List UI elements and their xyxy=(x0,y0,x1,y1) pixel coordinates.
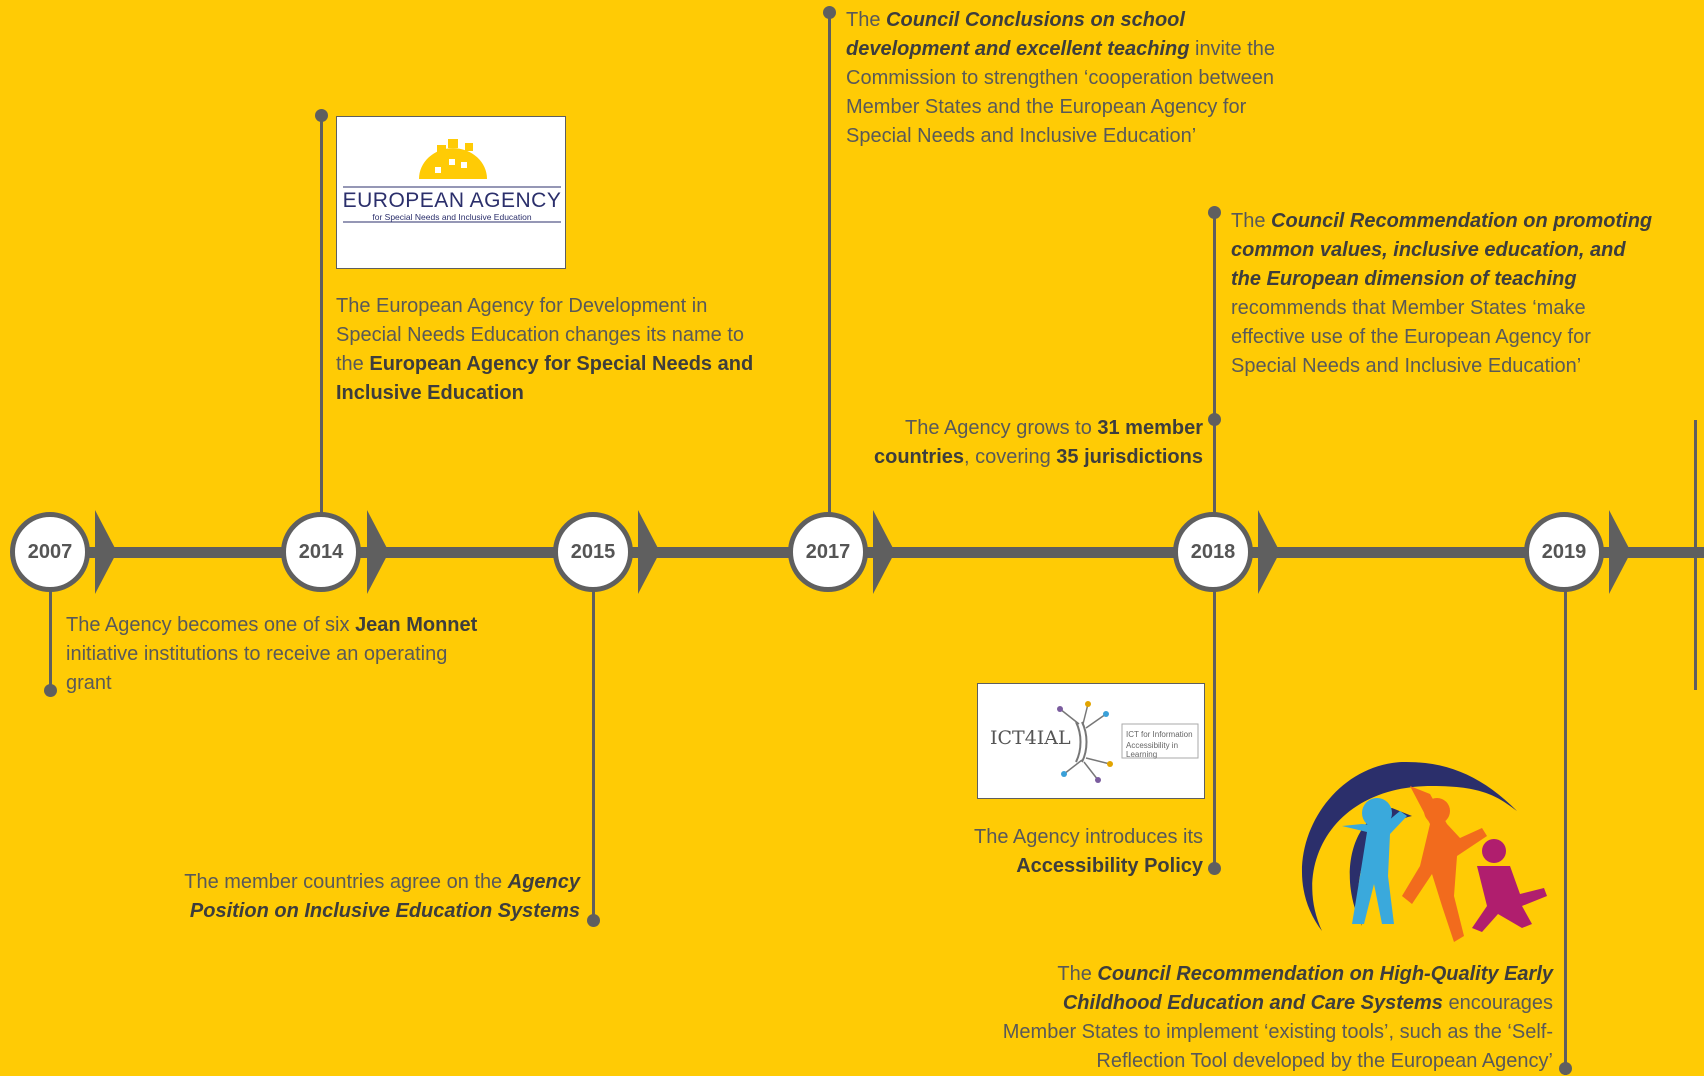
circuit-icon xyxy=(1057,701,1199,783)
ict4ial-logo-name: ICT4IAL xyxy=(990,727,1071,749)
year-2015: 2015 xyxy=(553,512,633,592)
ict4ial-logo: ICT4IAL ICT for Information Accessibilit… xyxy=(977,683,1205,799)
connector-dot-2014 xyxy=(315,109,328,122)
connector-dot-2018-low xyxy=(1208,862,1221,875)
connector-2014 xyxy=(320,115,323,515)
connector-2018-top xyxy=(1213,212,1216,515)
connector-dot-2019 xyxy=(1559,1062,1572,1075)
connector-dot-2018-top xyxy=(1208,206,1221,219)
event-2014: The European Agency for Development in S… xyxy=(336,295,754,404)
agency-dome-icon xyxy=(343,139,561,223)
connector-2018-low xyxy=(1213,590,1216,870)
event-2019: The Council Recommendation on High-Quali… xyxy=(1002,963,1553,1072)
year-2018: 2018 xyxy=(1173,512,1253,592)
event-2018-mid: The Agency grows to 31 member countries,… xyxy=(873,417,1203,468)
year-2019: 2019 xyxy=(1524,512,1604,592)
year-2017: 2017 xyxy=(788,512,868,592)
children-illustration xyxy=(1301,761,1547,942)
event-2017: The Council Conclusions on school develo… xyxy=(846,9,1276,147)
ict4ial-logo-line2: Accessibility in Learning xyxy=(1126,741,1179,759)
connector-2019 xyxy=(1564,590,1567,1075)
ict4ial-logo-line1: ICT for Information xyxy=(1126,730,1193,739)
event-2018-top: The Council Recommendation on promoting … xyxy=(1231,210,1653,377)
agency-logo-subtitle: for Special Needs and Inclusive Educatio… xyxy=(372,212,532,222)
year-2007: 2007 xyxy=(10,512,90,592)
connector-dot-2007 xyxy=(44,684,57,697)
event-2007: The Agency becomes one of six Jean Monne… xyxy=(66,614,478,694)
year-2014: 2014 xyxy=(281,512,361,592)
european-agency-logo: EUROPEAN AGENCY for Special Needs and In… xyxy=(336,116,566,269)
connector-2007 xyxy=(49,585,52,690)
agency-logo-name: EUROPEAN AGENCY xyxy=(342,189,562,212)
connector-2017 xyxy=(828,12,831,515)
event-2015: The member countries agree on the Agency… xyxy=(184,871,580,922)
connector-dot-2017 xyxy=(823,6,836,19)
timeline-end-line xyxy=(1694,420,1697,690)
connector-2015 xyxy=(592,590,595,920)
connector-dot-2015 xyxy=(587,914,600,927)
event-2018-low: The Agency introduces its Accessibility … xyxy=(973,826,1203,877)
connector-dot-2018-mid xyxy=(1208,413,1221,426)
